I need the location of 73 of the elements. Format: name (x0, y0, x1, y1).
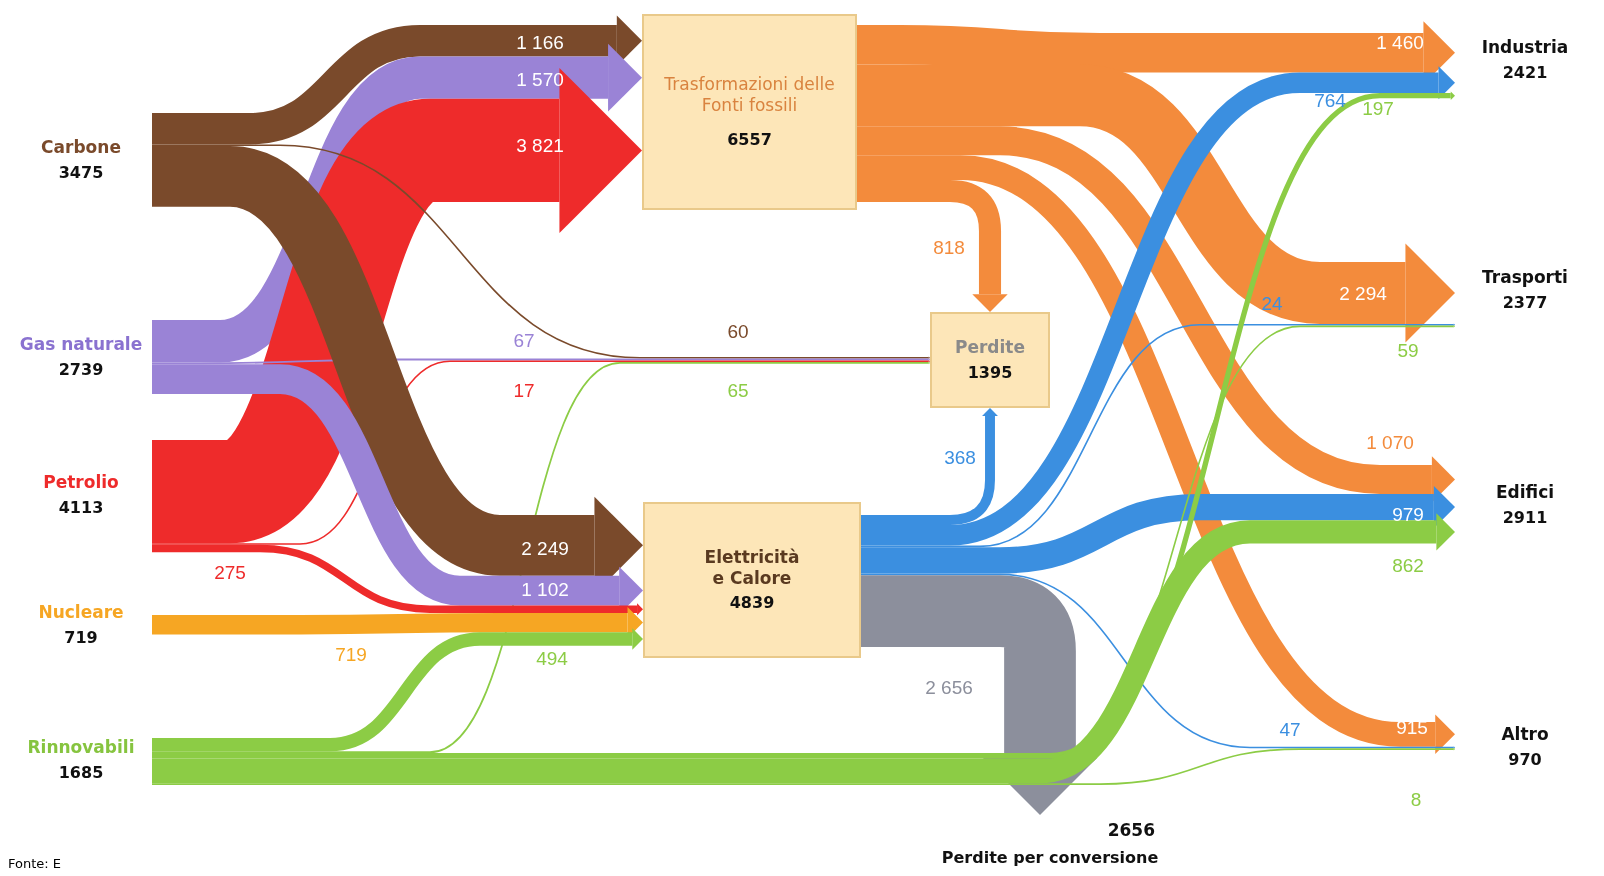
value-text: 719 (64, 627, 98, 648)
flow-arrow (151, 358, 930, 365)
flow-value: 24 (1261, 293, 1283, 315)
name-text: Edifici (1495, 482, 1555, 504)
value-text: 2377 (1502, 292, 1548, 313)
flow-value: 818 (933, 237, 965, 259)
value-text: 2911 (1502, 507, 1548, 528)
flow-arrow (151, 144, 930, 360)
flow-arrow (152, 15, 642, 145)
flow-arrow (860, 573, 1455, 749)
flow-arrow (152, 43, 642, 363)
flow-value: 17 (513, 380, 535, 402)
flow-value: 60 (727, 321, 749, 343)
value-text: 2656 (1107, 820, 1155, 842)
name-text: Gas naturale (19, 334, 143, 356)
flow-value: 1 102 (521, 579, 569, 601)
name-text: Trasporti (1482, 267, 1568, 289)
flow-value: 67 (513, 330, 535, 352)
flow-arrow (861, 66, 1455, 546)
value-text: 970 (1508, 749, 1542, 770)
process-box (643, 502, 861, 658)
name-text: Petrolio (43, 472, 119, 494)
flow-value: 979 (1392, 504, 1424, 526)
flow-value: 8 (1410, 789, 1422, 811)
name-text: Elettricità e Calore (703, 546, 801, 590)
flow-arrow (861, 485, 1455, 574)
flow-arrow (152, 513, 1455, 784)
flow-value: 494 (536, 648, 568, 670)
flow-value: 3 821 (516, 135, 564, 157)
name-text: Perdite per conversione (941, 847, 1159, 868)
flow-value: 47 (1279, 719, 1301, 741)
flow-value: 275 (214, 562, 246, 584)
name-text: Altro (1501, 724, 1549, 746)
flow-arrow (857, 179, 1008, 312)
flow-value: 1 460 (1376, 32, 1424, 54)
value-text: 3475 (58, 162, 104, 183)
name-text: Carbone (41, 137, 121, 159)
value-text: 4113 (58, 497, 104, 518)
flow-value: 862 (1392, 555, 1424, 577)
value-text: 2739 (58, 359, 104, 380)
flow-arrow (861, 408, 998, 525)
flow-value: 59 (1397, 340, 1419, 362)
name-text: Perdite (955, 337, 1025, 359)
source-note: Fonte: E (8, 856, 62, 871)
flow-arrow (152, 91, 1455, 759)
flow-arrow (152, 544, 643, 616)
value-text: 1395 (967, 362, 1013, 383)
name-text: Rinnovabili (27, 737, 135, 759)
name-text: Trasformazioni delle Fonti fossili (663, 73, 836, 117)
flow-value: 197 (1362, 98, 1394, 120)
process-box (642, 14, 857, 210)
value-text: 1685 (58, 762, 104, 783)
name-text: Industria (1481, 37, 1569, 59)
flow-arrow (151, 747, 1455, 785)
flow-value: 719 (335, 644, 367, 666)
flow-value: 65 (727, 380, 749, 402)
flow-value: 2 656 (925, 677, 973, 699)
flow-arrow (857, 155, 1455, 755)
value-text: 2421 (1502, 62, 1548, 83)
flow-arrow (151, 361, 930, 754)
flow-arrow (151, 325, 1455, 760)
flow-arrow (860, 323, 1455, 548)
flow-value: 1 166 (516, 32, 564, 54)
flow-value: 1 070 (1366, 432, 1414, 454)
flow-value: 764 (1314, 90, 1346, 112)
name-text: Nucleare (38, 602, 124, 624)
flow-value: 2 249 (521, 538, 569, 560)
flow-value: 368 (944, 447, 976, 469)
process-box (930, 312, 1050, 408)
flow-arrow (152, 628, 643, 752)
value-text: 6557 (727, 130, 772, 151)
flow-value: 2 294 (1339, 283, 1387, 305)
value-text: 4839 (729, 593, 775, 614)
